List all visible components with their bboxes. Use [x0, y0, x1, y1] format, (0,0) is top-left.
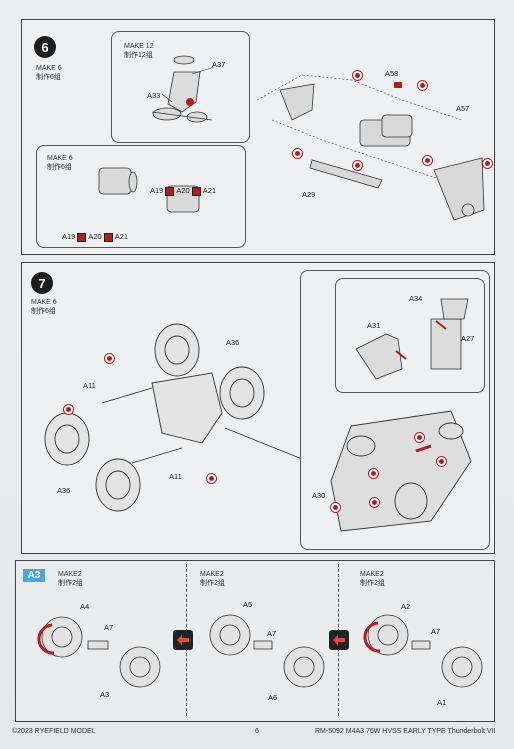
a3-col3-make: MAKE2 制作2组 [360, 571, 385, 587]
label-a11-left: A11 [83, 381, 96, 390]
sprocket-drawing-1 [37, 616, 161, 688]
label-a3: A3 [100, 690, 110, 699]
part-swatch-icon [191, 186, 201, 196]
step-7-detail-bubble: A34 A31 A27 A30 [300, 270, 490, 550]
step-6-panel: 6 MAKE 6 制作6组 MAKE 12 制作12组 [21, 19, 495, 255]
step-a3-tag: A3 [23, 569, 45, 582]
glue-icon [292, 148, 303, 159]
part-swatch-icon [165, 186, 175, 196]
glue-icon [206, 473, 217, 484]
glue-icon [368, 468, 379, 479]
glue-icon [330, 502, 341, 513]
label-a36-top: A36 [226, 338, 240, 347]
glue-icon [436, 456, 447, 467]
glue-icon [104, 353, 115, 364]
glue-icon [369, 497, 380, 508]
label-a4: A4 [80, 602, 90, 611]
label-a27: A27 [461, 334, 475, 343]
footer-page-number: 6 [255, 728, 259, 735]
label-a6: A6 [268, 693, 278, 702]
label-a31: A31 [367, 321, 381, 330]
label-a5: A5 [243, 600, 253, 609]
glue-icon [417, 80, 428, 91]
label-a2: A2 [401, 602, 411, 611]
label-a1: A1 [437, 698, 447, 707]
step-7-panel: 7 MAKE 6 制作6组 A36 A11 A36 A11 [21, 262, 495, 554]
label-a58: A58 [385, 69, 399, 78]
label-a30: A30 [312, 491, 326, 500]
glue-icon [352, 160, 363, 171]
glue-icon [414, 432, 425, 443]
label-a29: A29 [302, 190, 316, 199]
step-7-wheels-drawing [44, 323, 313, 512]
footer-title: RM-5092 M4A3 76W HVSS EARLY TYPE Thunder… [315, 728, 496, 735]
step-6-number: 6 [34, 36, 56, 58]
bogie-arm-drawing [151, 55, 215, 123]
step-6-make: MAKE 6 制作6组 [36, 65, 62, 81]
arrow-left-right-icon [173, 630, 193, 650]
bogie-assembly-drawing [330, 410, 472, 532]
label-a7-2: A7 [267, 629, 277, 638]
step-6-inset-make12: MAKE 12 制作12组 A37 A33 [111, 31, 250, 143]
part-swatch-icon [103, 232, 113, 242]
footer-copyright: ©2023 RYEFIELD MODEL [12, 728, 96, 735]
glue-icon [352, 70, 363, 81]
arrow-left-right-icon [329, 630, 349, 650]
step-7-make: MAKE 6 制作6组 [31, 299, 57, 315]
a3-col1-make: MAKE2 制作2组 [58, 571, 83, 587]
hull-bracket-drawing [355, 298, 469, 380]
sprocket-drawing-3 [363, 614, 483, 688]
label-a34: A34 [409, 294, 423, 303]
glue-icon [63, 404, 74, 415]
label-a36-bottom: A36 [57, 486, 71, 495]
glue-icon [422, 155, 433, 166]
sprocket-drawing-2 [209, 614, 325, 688]
step-6-exploded-drawing [256, 74, 485, 221]
label-a11-bottom: A11 [169, 472, 182, 481]
shock-drawing [98, 167, 200, 213]
step-7-number: 7 [31, 272, 53, 294]
part-swatch-icon [77, 232, 87, 242]
label-a7-3: A7 [431, 627, 441, 636]
label-a7-1: A7 [104, 623, 114, 632]
glue-icon [482, 158, 493, 169]
label-a57: A57 [456, 104, 470, 113]
a3-col2-make: MAKE2 制作2组 [200, 571, 225, 587]
step-7-sub-inset: A34 A31 A27 [335, 278, 485, 393]
label-a37: A37 [212, 60, 226, 69]
label-a33: A33 [147, 91, 161, 100]
